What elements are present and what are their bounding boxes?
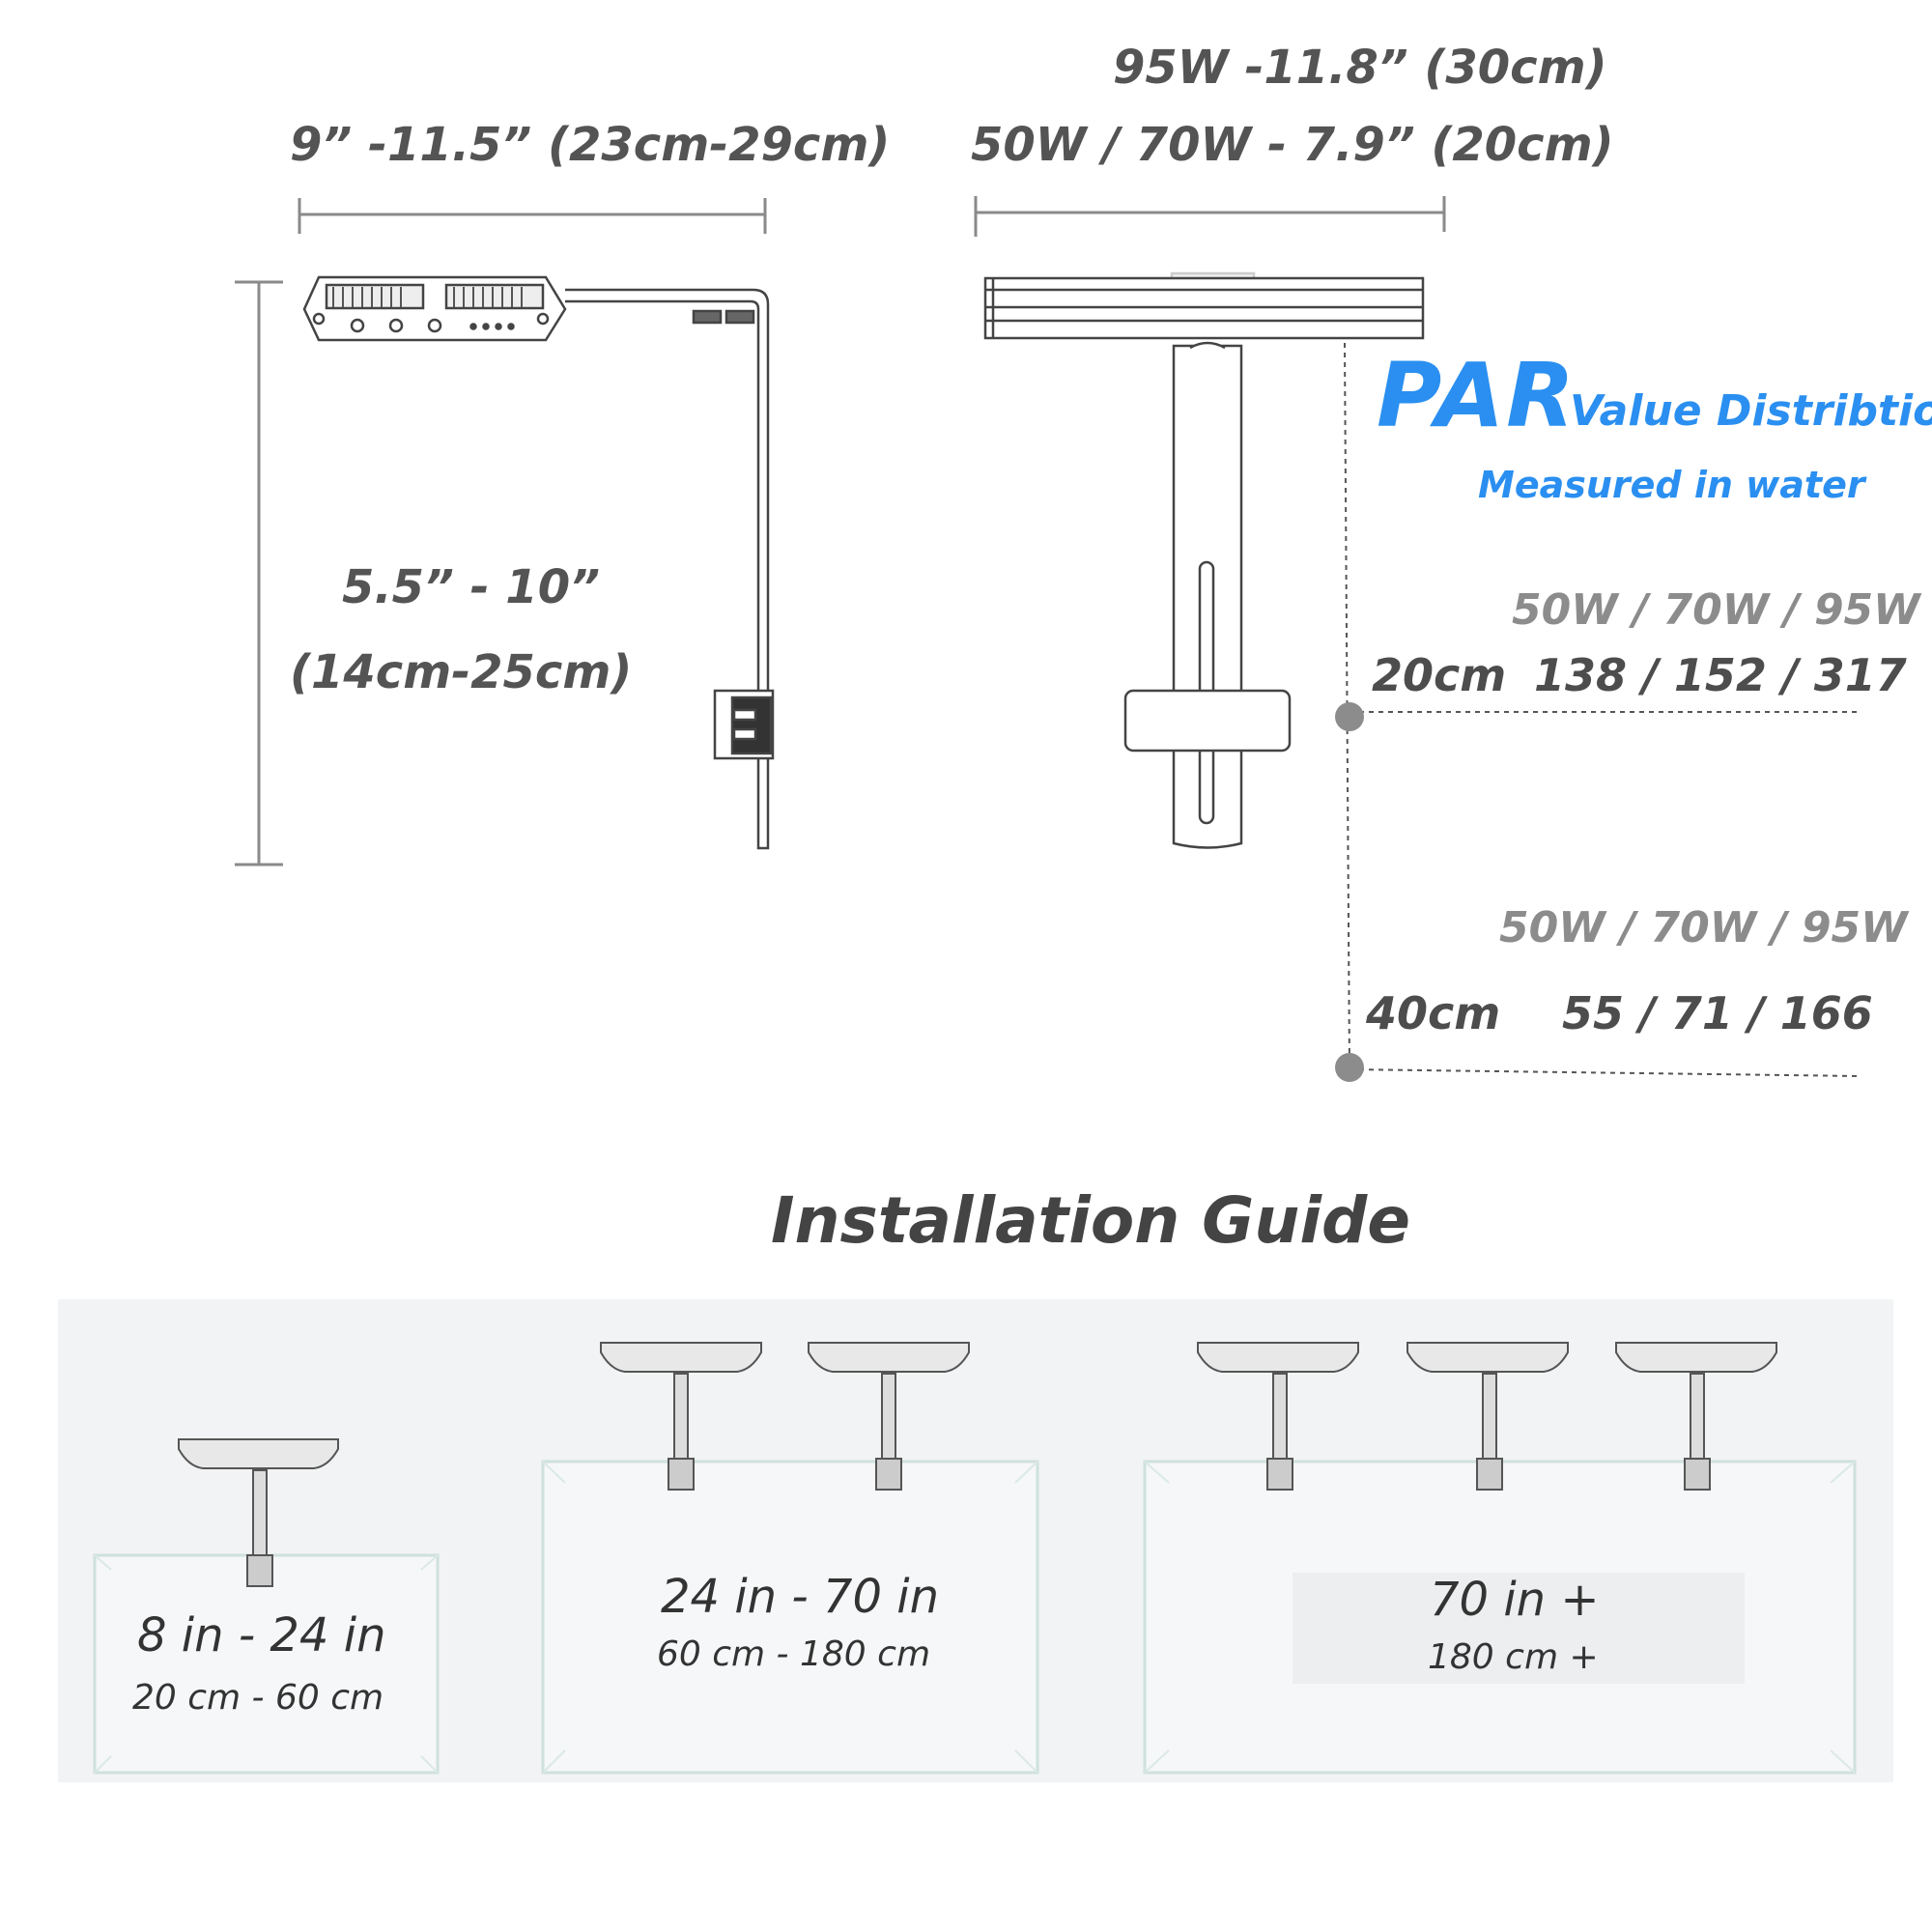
mini-light [178, 1438, 339, 1587]
arm-width-label: 9” -11.5” (23cm-29cm) [290, 118, 891, 172]
par-watt-header-20cm: 50W / 70W / 95W [1512, 585, 1920, 635]
height-inch-label: 5.5” - 10” [342, 560, 600, 614]
tank-inner-edges [94, 1461, 1856, 1774]
length-50-70w-label: 50W / 70W - 7.9” (20cm) [971, 118, 1614, 172]
par-depth-40cm: 40cm [1366, 987, 1501, 1039]
mini-lights [178, 1342, 1777, 1587]
par-guide-lines [1344, 342, 1861, 1077]
light-length-dimension-line [974, 196, 1446, 237]
par-depth-20cm: 20cm [1372, 649, 1507, 701]
mini-light [1197, 1342, 1359, 1491]
installation-panel [58, 1299, 1893, 1782]
side-view-light-drawing [302, 275, 775, 850]
par-values-40cm: 55 / 71 / 166 [1562, 987, 1873, 1039]
tank-small-range-cm: 20 cm - 60 cm [132, 1678, 384, 1718]
installation-title: Installation Guide [771, 1183, 1410, 1258]
par-subtitle: Value Distribtion [1570, 386, 1932, 436]
mini-light [808, 1342, 970, 1491]
tank-label-backdrop [1293, 1573, 1745, 1684]
par-marker-40cm [1335, 1053, 1364, 1082]
mini-light [600, 1342, 762, 1491]
tank-large-range-in: 70 in + [1430, 1573, 1600, 1627]
length-95w-label: 95W -11.8” (30cm) [1113, 41, 1607, 95]
tank-large-range-cm: 180 cm + [1428, 1637, 1599, 1677]
height-cm-label: (14cm-25cm) [290, 645, 633, 699]
tank-medium-range-in: 24 in - 70 in [661, 1570, 940, 1624]
par-marker-20cm [1335, 702, 1364, 731]
height-dimension-line [235, 280, 283, 867]
front-view-light-drawing [983, 271, 1425, 849]
tank-medium-range-cm: 60 cm - 180 cm [657, 1634, 931, 1674]
arm-width-dimension-line [298, 198, 767, 234]
par-title: PAR [1377, 344, 1577, 447]
par-values-20cm: 138 / 152 / 317 [1534, 649, 1907, 701]
tank-small-range-in: 8 in - 24 in [137, 1608, 386, 1662]
mini-light [1615, 1342, 1777, 1491]
mini-light [1406, 1342, 1569, 1491]
par-watt-header-40cm: 50W / 70W / 95W [1499, 903, 1908, 952]
par-note: Measured in water [1478, 464, 1865, 506]
